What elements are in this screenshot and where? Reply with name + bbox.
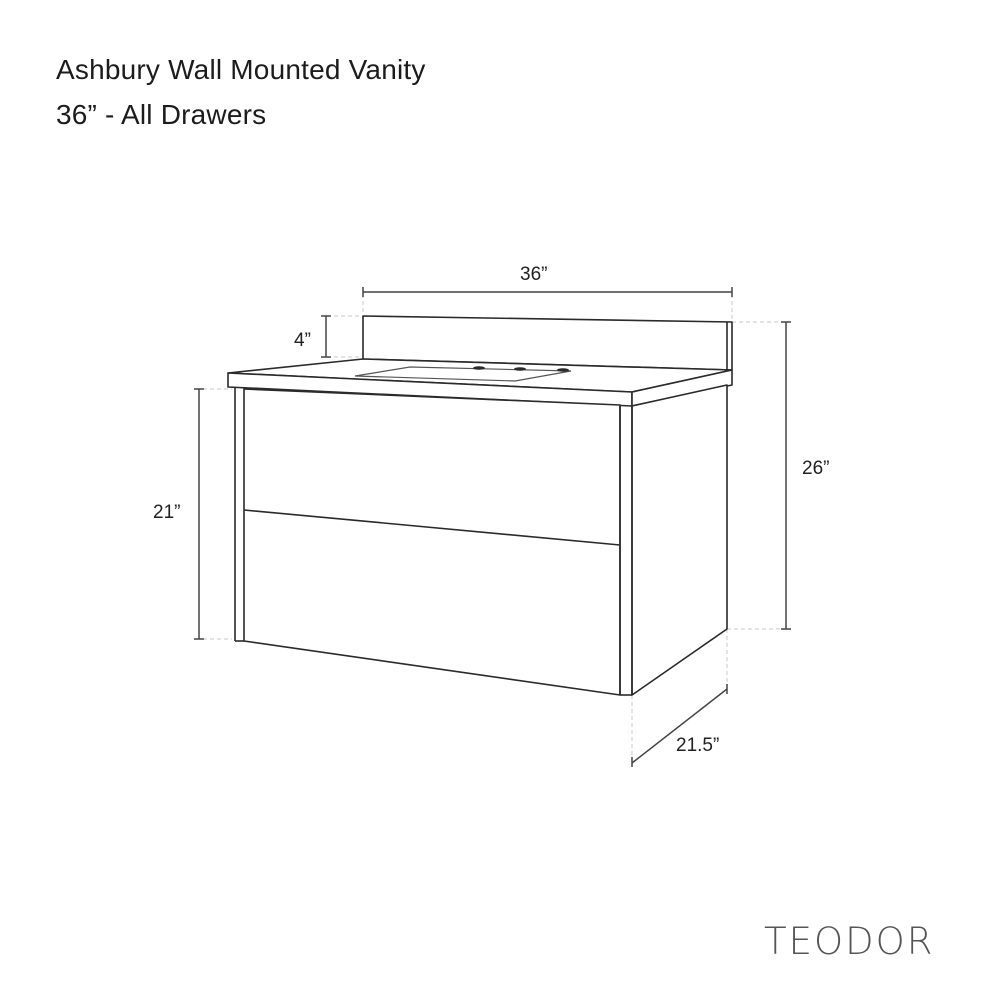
cabinet-height-label: 21” [153, 502, 181, 523]
depth-label: 21.5” [676, 735, 720, 756]
total-height-label: 26” [802, 458, 830, 479]
countertop-side-edge [631, 369, 733, 407]
faucet-hole-icon [514, 367, 526, 371]
cabinet-front [243, 388, 621, 696]
faucet-hole-icon [473, 366, 485, 370]
cabinet-side-panel [631, 384, 728, 696]
faucet-hole-icon [557, 368, 569, 372]
faucet-holes [473, 366, 569, 372]
brand-logo: TEODOR [764, 920, 935, 963]
width-dimension-label: 36” [520, 264, 548, 285]
product-subtitle: 36” - All Drawers [56, 99, 267, 130]
product-title: Ashbury Wall Mounted Vanity [56, 54, 426, 85]
vanity-outline [227, 315, 733, 696]
drawer-divider [243, 509, 621, 546]
undermount-sink [354, 366, 572, 382]
dimension-lines [194, 287, 791, 767]
guide-lines [196, 294, 790, 764]
backsplash-height-label: 4” [294, 330, 311, 351]
